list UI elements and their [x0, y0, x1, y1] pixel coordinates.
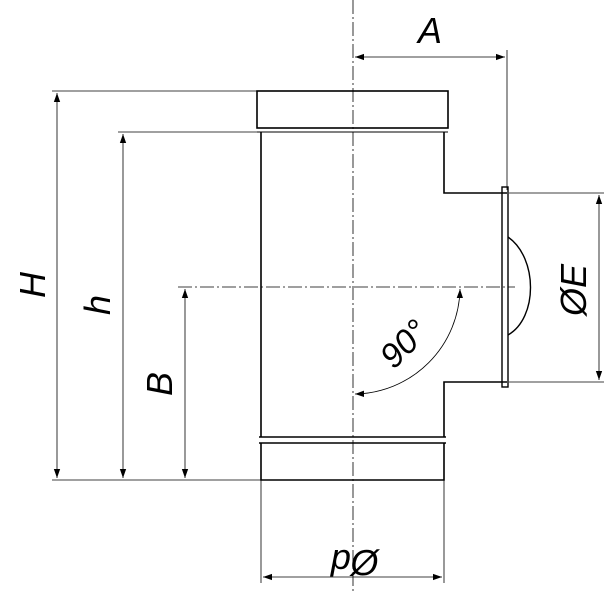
dim-h-label: h: [77, 295, 118, 315]
dim-H-label: H: [12, 271, 53, 298]
dim-E-label: ØE: [553, 263, 594, 317]
angle-label: 90°: [373, 313, 436, 376]
dim-a-label: A: [416, 10, 442, 51]
bottom-spigot: [260, 443, 445, 481]
branch-dome: [507, 236, 532, 336]
branch-flange: [501, 186, 509, 388]
pipe-body-outline: [260, 132, 507, 437]
dim-d-label: Ød: [330, 542, 380, 583]
dim-B-label: B: [139, 372, 180, 396]
top-collar: [256, 90, 449, 129]
angle-arc: [354, 288, 463, 397]
